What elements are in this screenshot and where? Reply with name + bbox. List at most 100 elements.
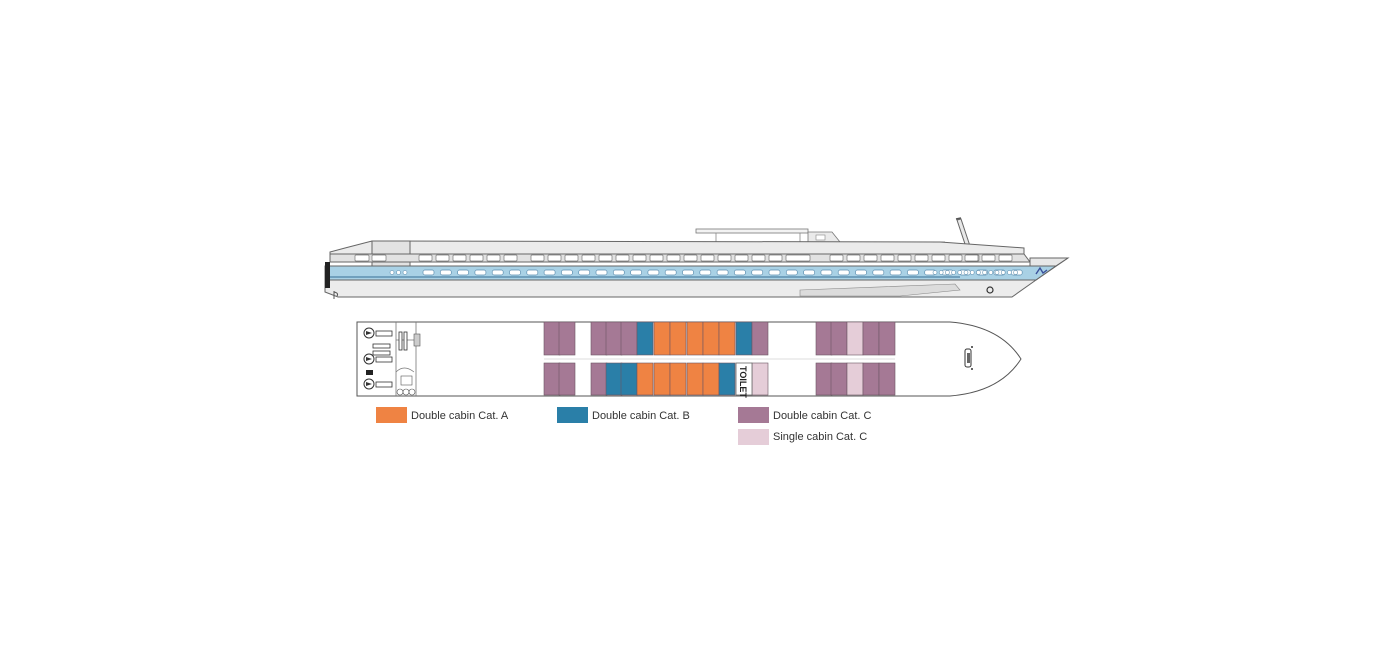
porthole (820, 269, 833, 276)
porthole (785, 269, 798, 276)
window (931, 254, 946, 262)
porthole (988, 270, 994, 275)
window (829, 254, 844, 262)
cabin-cat-b (605, 362, 623, 396)
window (435, 254, 450, 262)
window (469, 254, 484, 262)
window (700, 254, 715, 262)
porthole (439, 269, 452, 276)
deck-plan: TOILET (356, 321, 1022, 398)
cabin-cat-c (751, 321, 769, 356)
cabin-cat-b (735, 321, 753, 356)
cabin-cat-a (686, 362, 704, 396)
toilet-label: TOILET (738, 366, 748, 398)
cabin-cat-a (653, 321, 671, 356)
cabin-cat-c (815, 362, 833, 396)
toilet: TOILET (735, 362, 753, 398)
cabin-cat-b (636, 321, 654, 356)
window (371, 254, 387, 262)
porthole (402, 270, 408, 275)
window (785, 254, 811, 262)
cabin-cat-a (702, 362, 720, 396)
window (998, 254, 1013, 262)
cabin-cat-c (605, 321, 623, 356)
cabin-single-c (846, 321, 864, 356)
porthole (682, 269, 694, 276)
porthole (664, 269, 677, 276)
porthole (474, 269, 487, 276)
cabin-single-c (751, 362, 769, 396)
rudder (333, 291, 339, 299)
window (751, 254, 766, 262)
cabin-window-row (389, 269, 1023, 276)
cabin-cat-c (620, 321, 638, 356)
propeller-icon (363, 353, 393, 365)
mast (955, 217, 971, 248)
ship-side-profile (324, 217, 1070, 299)
porthole (1013, 270, 1018, 275)
cabin-row-port (543, 321, 896, 356)
cabin-cat-c (830, 362, 848, 396)
window (649, 254, 664, 262)
legend-label-cat-c: Double cabin Cat. C (773, 410, 871, 422)
window (734, 254, 749, 262)
porthole (491, 269, 504, 276)
porthole (509, 269, 521, 276)
porthole (837, 269, 850, 276)
legend-item-cat-a: Double cabin Cat. A (376, 407, 509, 423)
window (503, 254, 518, 262)
legend-label-single-c: Single cabin Cat. C (773, 431, 867, 443)
cabin-cat-c (543, 321, 561, 356)
legend-swatch-cat-b (557, 407, 588, 423)
window (564, 254, 579, 262)
porthole (1007, 270, 1012, 275)
porthole (872, 269, 885, 276)
window (632, 254, 647, 262)
window (547, 254, 562, 262)
porthole (561, 269, 573, 276)
propeller-icon (363, 327, 393, 339)
cabin-row-starboard (543, 362, 896, 396)
porthole (543, 269, 556, 276)
window (863, 254, 878, 262)
porthole (932, 270, 938, 275)
window (486, 254, 501, 262)
cabin-cat-a (669, 321, 687, 356)
porthole (457, 269, 469, 276)
bow-winch-icon (964, 346, 973, 370)
porthole (578, 269, 591, 276)
porthole (734, 269, 746, 276)
legend-item-single-c: Single cabin Cat. C (738, 429, 867, 445)
porthole (855, 269, 867, 276)
stern (325, 262, 330, 288)
porthole (976, 270, 981, 275)
window (530, 254, 545, 262)
porthole (969, 270, 975, 275)
cabin-cat-c (878, 362, 896, 396)
legend-label-cat-b: Double cabin Cat. B (592, 410, 690, 422)
upper-window-row (354, 254, 1013, 262)
legend-item-cat-b: Double cabin Cat. B (557, 407, 690, 423)
window (683, 254, 698, 262)
porthole (612, 269, 625, 276)
cabin-cat-c (862, 362, 880, 396)
porthole (389, 270, 395, 275)
cabin-cat-c (878, 321, 896, 356)
cabin-cat-c (590, 321, 608, 356)
anchor-icon (986, 286, 994, 294)
porthole (951, 270, 956, 275)
window (581, 254, 596, 262)
cabin-cat-c (558, 321, 576, 356)
window (880, 254, 895, 262)
cabin-cat-a (669, 362, 687, 396)
cabin-cat-b (718, 362, 736, 396)
porthole (768, 269, 781, 276)
legend: Double cabin Cat. A Double cabin Cat. B … (376, 407, 871, 445)
porthole (907, 269, 919, 276)
cabin-cat-a (702, 321, 720, 356)
cabin-cat-a (636, 362, 654, 396)
cabin-cat-a (653, 362, 671, 396)
porthole (982, 270, 987, 275)
legend-swatch-single-c (738, 429, 769, 445)
